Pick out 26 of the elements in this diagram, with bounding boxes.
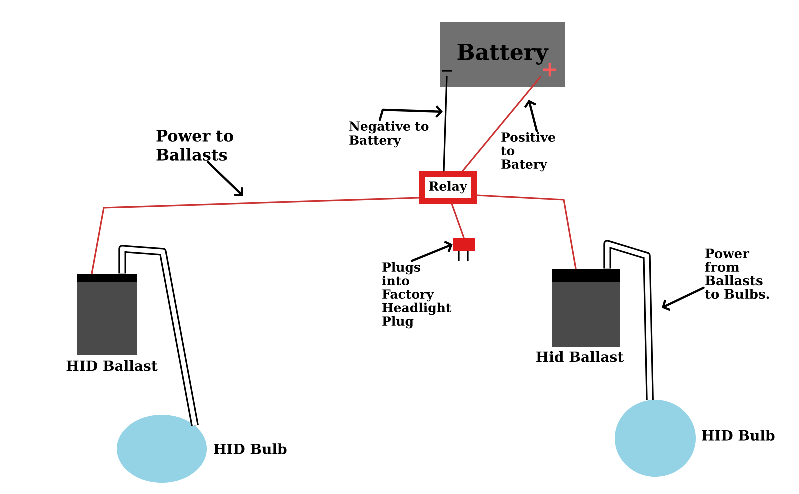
ballast-box: HID Ballast <box>66 274 158 372</box>
plus-sign: + <box>543 63 557 77</box>
relay-box: Relay <box>419 171 477 204</box>
callout-text: Positive to Batery <box>501 132 556 172</box>
node-label: HID Ballast <box>66 360 158 372</box>
callout-text: Plugs into Factory Headlight Plug <box>382 262 452 329</box>
leader-arrow <box>662 286 705 312</box>
wire <box>91 197 420 275</box>
callout-text: Negative to Battery <box>350 121 429 148</box>
wire <box>451 203 465 239</box>
plug <box>453 238 475 262</box>
leader-arrow <box>410 240 453 262</box>
callout-text: Power to Ballasts <box>156 130 234 161</box>
node-label: HID Bulb <box>214 444 287 454</box>
leader-arrow <box>206 161 244 197</box>
wire <box>443 76 448 172</box>
double-wire <box>604 240 654 400</box>
callout-text: Power from Ballasts to Bulbs. <box>705 248 770 300</box>
node-label: Hid Ballast <box>536 351 624 362</box>
node-label: HID Bulb <box>702 430 775 441</box>
ballast-box: Hid Ballast <box>536 269 624 362</box>
double-wire <box>118 245 199 426</box>
wire <box>476 194 577 270</box>
leader-arrow <box>524 100 538 132</box>
leader-arrow <box>378 106 443 122</box>
minus-sign: − <box>442 70 452 72</box>
